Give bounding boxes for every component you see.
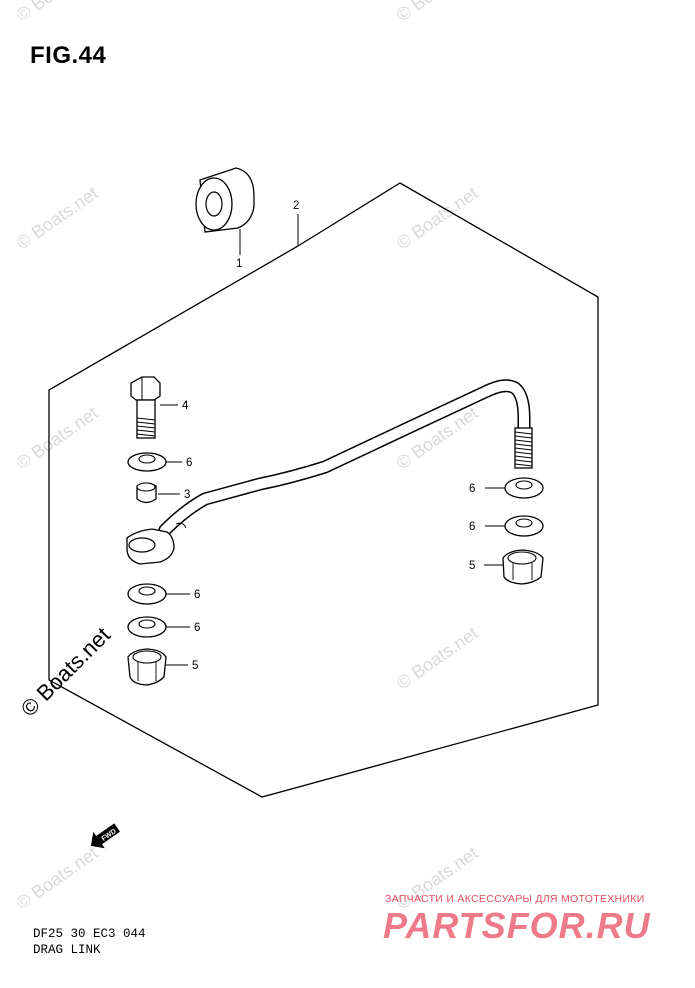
watermark: © Boats.net [393,623,482,693]
watermark: © Boats.net [13,183,102,253]
part-6-washer [127,452,182,472]
callout-1: 1 [236,258,242,270]
part-6-washer [485,477,544,499]
part-1-bushing [195,167,255,255]
callout-4: 4 [182,400,189,412]
watermark: © Boats.net [393,183,482,253]
watermark: © Boats.net [13,0,102,25]
callout-6: 6 [194,622,200,634]
part-4-bolt [130,376,178,439]
part-5-nut [484,549,544,585]
watermark-layer: © Boats.net © Boats.net © Boats.net © Bo… [13,0,482,913]
brand-logo: PARTSFOR.RU [383,905,651,946]
callout-2: 2 [293,200,299,212]
brand-tagline: ЗАПЧАСТИ И АКСЕССУАРЫ ДЛЯ МОТОТЕХНИКИ [385,893,645,905]
part-3-collar [136,482,180,504]
callout-5: 5 [469,560,475,572]
fwd-label: FWD [101,828,118,843]
figure-caption: DRAG LINK [33,943,101,957]
watermark: © Boats.net [393,0,482,25]
callout-6: 6 [194,589,200,601]
callout-6: 6 [469,483,475,495]
figure-code: DF25 30 EC3 044 [33,927,146,941]
kit-outline [48,182,599,798]
watermark: © Boats.net [13,403,102,473]
part-6-washer [485,515,544,537]
callout-6: 6 [186,457,192,469]
callout-3: 3 [184,489,190,501]
part-5-nut [127,648,188,686]
figure-title: FIG.44 [30,42,107,69]
watermark: © Boats.net [13,843,102,913]
callout-5: 5 [192,660,198,672]
part-6-washer [127,583,190,605]
part-6-washer [127,616,190,638]
callout-6: 6 [469,521,475,533]
drag-link-rod [126,379,533,565]
watermark-large: © Boats.net [16,622,115,721]
